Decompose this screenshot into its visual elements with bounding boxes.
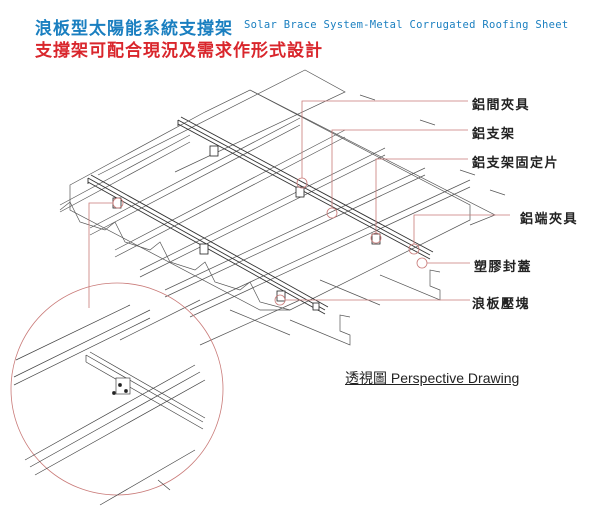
callout-label-end-clamp: 鋁端夾具 bbox=[520, 212, 579, 227]
callout-circle-end-cap bbox=[416, 257, 428, 269]
corrugated-roof bbox=[59, 69, 506, 346]
callout-label-end-cap: 塑膠封蓋 bbox=[474, 260, 533, 275]
clamps bbox=[112, 145, 381, 311]
callout-label-clamp-block: 浪板壓塊 bbox=[472, 297, 531, 312]
callout-label-mid-clamp: 鋁間夾具 bbox=[472, 98, 531, 113]
title-chinese: 浪板型太陽能系統支撐架 bbox=[35, 19, 233, 39]
callout-label-rail: 鋁支架 bbox=[472, 127, 516, 142]
drawing-caption: 透視圖 Perspective Drawing bbox=[345, 370, 520, 386]
callout-label-fixing-plate: 鋁支架固定片 bbox=[472, 156, 560, 171]
subtitle: 支撐架可配合現況及需求作形式設計 bbox=[35, 41, 323, 61]
title-english: Solar Brace System-Metal Corrugated Roof… bbox=[244, 19, 569, 31]
detail-view bbox=[13, 304, 206, 506]
